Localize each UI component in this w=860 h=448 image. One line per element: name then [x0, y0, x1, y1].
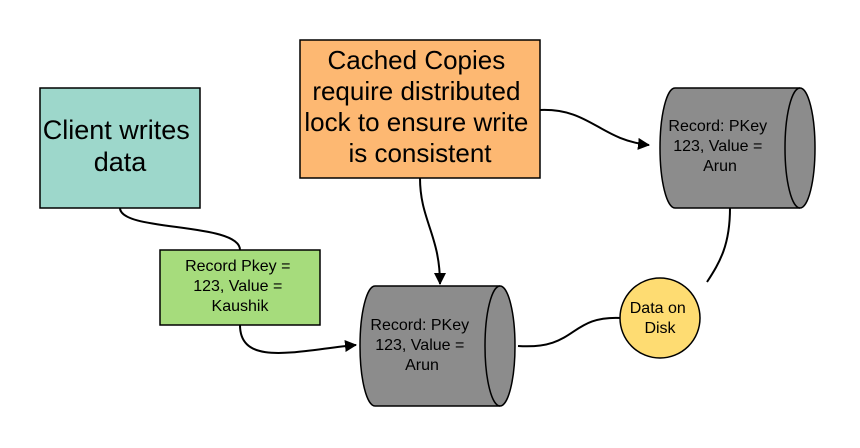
connector-disk-to-db-bottom: [517, 316, 623, 348]
svg-text:Client writes data: Client writes data: [43, 115, 198, 177]
data-on-disk-line-1: Data on: [630, 300, 686, 317]
db-top-cylinder: Record: PKey 123, Value = Arun: [659, 87, 816, 209]
svg-text:Record Pkey = 123, Value: Record Pkey = 123, Value = Kaushik: [185, 258, 295, 315]
record-kaushik-line-1: Record Pkey =: [185, 258, 290, 275]
connector-client-to-record: [119, 207, 241, 251]
svg-text:Record: PKey 123, Value: Record: PKey 123, Value = Arun: [668, 118, 771, 175]
record-kaushik-line-2: 123, Value =: [193, 278, 282, 295]
cached-copies-line-4: is consistent: [348, 138, 492, 168]
cached-copies-box: Cached Copies require distributed lock t…: [299, 39, 541, 179]
db-bottom-cylinder: Record: PKey 123, Value = Arun: [359, 285, 516, 407]
arrow-cached-to-db-top: [539, 108, 650, 150]
cached-copies-rect: [299, 39, 541, 179]
client-writes-box: Client writes data: [39, 87, 201, 209]
data-on-disk-line-2: Disk: [644, 320, 676, 337]
arrow-cached-to-db-bottom: [419, 177, 446, 285]
record-kaushik-rect: [159, 249, 321, 326]
db-bottom-line-3: Arun: [405, 357, 439, 374]
arrow-record-to-db-bottom: [239, 324, 357, 354]
cached-copies-line-2: require distributed: [312, 76, 520, 106]
db-top-end-cap: [784, 87, 801, 209]
connector-db-top-to-disk: [706, 207, 731, 283]
client-writes-line-1: Client writes: [43, 115, 190, 145]
cached-copies-line-1: Cached Copies: [327, 45, 505, 75]
data-on-disk-shape: [619, 277, 701, 359]
db-bottom-line-2: 123, Value =: [375, 337, 464, 354]
svg-text:Cached Copies require di: Cached Copies require distributed lock t…: [304, 45, 535, 168]
record-kaushik-box: Record Pkey = 123, Value = Kaushik: [159, 249, 321, 326]
client-writes-rect: [39, 87, 201, 209]
record-kaushik-line-3: Kaushik: [212, 298, 270, 315]
db-top-line-3: Arun: [703, 158, 737, 175]
db-top-line-2: 123, Value =: [673, 138, 762, 155]
client-writes-line-2: data: [94, 147, 148, 177]
db-bottom-end-cap: [484, 285, 501, 407]
db-top-line-1: Record: PKey: [668, 118, 767, 135]
svg-text:Record: PKey 123, Value: Record: PKey 123, Value = Arun: [370, 317, 473, 374]
data-on-disk-circle: Data on Disk: [619, 277, 701, 359]
db-bottom-line-1: Record: PKey: [370, 317, 469, 334]
svg-text:Data on Disk: Data on Disk: [630, 300, 691, 337]
cached-copies-line-3: lock to ensure write: [304, 107, 528, 137]
